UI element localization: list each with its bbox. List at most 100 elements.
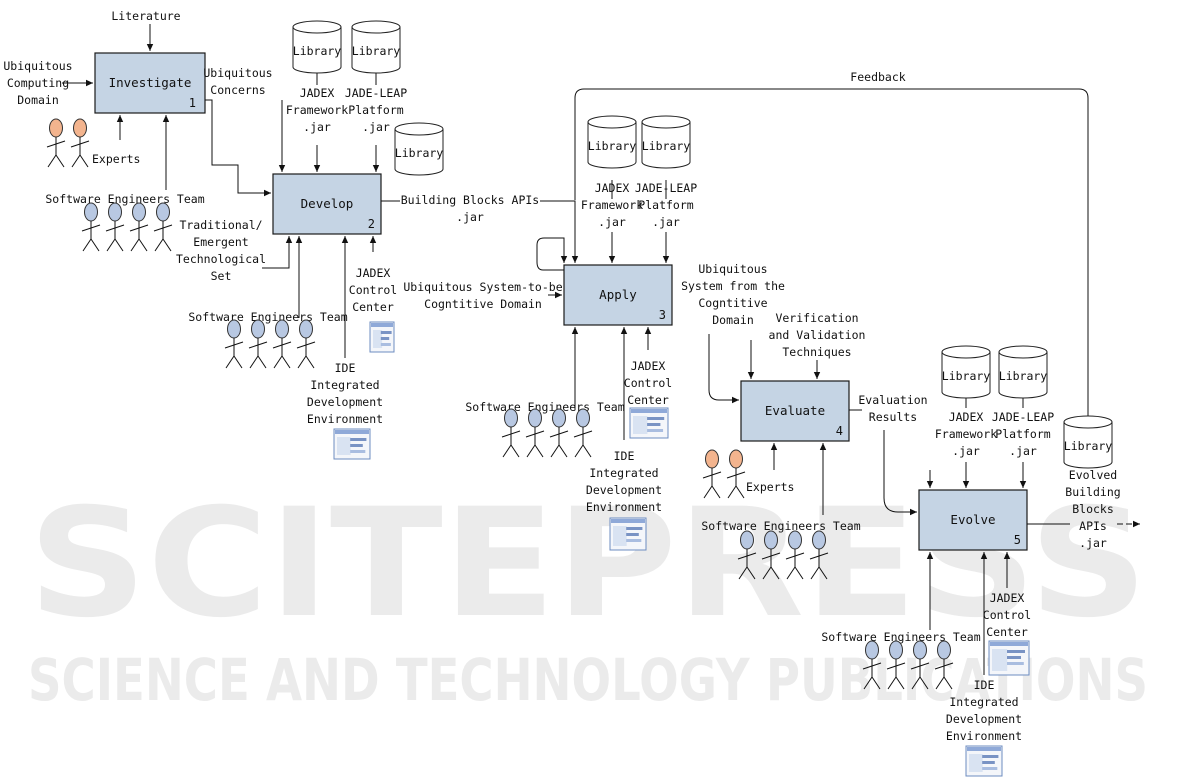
team-investigate-member-1 [81,202,101,252]
svg-text:JADE-LEAP: JADE-LEAP [635,181,697,195]
svg-text:.jar: .jar [362,120,390,134]
experts-evaluate-member-2 [726,449,746,499]
label-feedback: Feedback [850,70,905,84]
library-label: Library [1064,439,1113,453]
library-label: Library [352,44,401,58]
svg-text:Verification: Verification [775,311,858,325]
svg-text:JADEX: JADEX [990,591,1025,605]
experts-evaluate-member-1 [702,449,722,499]
process-evolve-number: 5 [1014,533,1021,547]
experts-investigate-member-2 [70,118,90,168]
label-verification-validation: Verification and Validation Techniques [769,311,866,359]
process-evolve-label: Evolve [950,512,995,527]
label-team-apply: Software Engineers Team [465,400,624,414]
label-evolved-building-blocks: Evolved Building Blocks APIs .jar [1065,468,1120,550]
label-jadex-control-center-evolve: JADEX Control Center [983,591,1031,639]
svg-text:Platform: Platform [348,103,403,117]
team-investigate-member-3 [129,202,149,252]
svg-text:System from the: System from the [681,279,785,293]
team-apply-member-2 [525,408,545,458]
svg-text:Evolved: Evolved [1069,468,1117,482]
svg-text:Framework: Framework [581,198,643,212]
label-jade-leap-develop: JADE-LEAP Platform .jar [345,86,407,134]
team-evaluate-member-1 [737,530,757,580]
team-evolve-member-2 [886,640,906,690]
process-apply-number: 3 [659,308,666,322]
process-evaluate: Evaluate 4 [740,380,850,442]
process-evolve: Evolve 5 [918,489,1028,551]
svg-text:and Validation: and Validation [769,328,866,342]
svg-text:Development: Development [307,395,383,409]
svg-text:Cogntitive: Cogntitive [698,296,767,310]
svg-text:Environment: Environment [586,500,662,514]
label-ubiquitous-system-from: Ubiquitous System from the Cogntitive Do… [681,262,785,327]
label-jade-leap-apply: JADE-LEAP Platform .jar [635,181,697,229]
label-ide-develop: IDE Integrated Development Environment [307,361,383,426]
library-label: Library [942,369,991,383]
svg-text:.jar: .jar [456,210,484,224]
svg-text:IDE: IDE [335,361,356,375]
label-team-evaluate: Software Engineers Team [701,519,860,533]
svg-text:Ubiquitous: Ubiquitous [3,59,72,73]
team-evaluate-member-2 [761,530,781,580]
label-jade-leap-evolve: JADE-LEAP Platform .jar [992,410,1054,458]
svg-text:JADEX: JADEX [949,410,984,424]
screenshot-ide-apply [609,517,647,551]
svg-text:Framework: Framework [935,427,997,441]
svg-text:.jar: .jar [1009,444,1037,458]
svg-text:Integrated: Integrated [949,695,1018,709]
screenshot-control-center-evolve [988,640,1030,676]
svg-text:.jar: .jar [1079,536,1107,550]
svg-text:Center: Center [627,393,669,407]
process-apply-label: Apply [599,287,637,302]
svg-text:.jar: .jar [652,215,680,229]
screenshot-control-center-apply [629,407,669,439]
library-label: Library [588,139,637,153]
process-apply: Apply 3 [563,264,673,326]
team-investigate-member-2 [105,202,125,252]
label-jadex-framework-evolve: JADEX Framework .jar [935,410,997,458]
label-ubiquitous-system-to-be: Ubiquitous System-to-be Cogntitive Domai… [403,280,562,311]
label-team-develop: Software Engineers Team [188,310,347,324]
team-apply-member-3 [549,408,569,458]
svg-text:.jar: .jar [952,444,980,458]
svg-text:Platform: Platform [638,198,693,212]
process-evaluate-label: Evaluate [765,403,825,418]
svg-text:Computing: Computing [7,76,69,90]
svg-text:Ubiquitous: Ubiquitous [203,66,272,80]
labels: Literature Ubiquitous Computing Domain E… [3,9,1120,743]
label-traditional-emergent-set: Traditional/ Emergent Technological Set [176,218,266,283]
svg-text:.jar: .jar [303,120,331,134]
library-jade-leap-apply: Library [641,115,691,169]
svg-text:Platform: Platform [995,427,1050,441]
label-jadex-framework-develop: JADEX Framework .jar [286,86,348,134]
label-literature: Literature [111,9,180,23]
label-ubiquitous-concerns: Ubiquitous Concerns [203,66,272,97]
svg-text:Building: Building [1065,485,1120,499]
label-ide-evolve: IDE Integrated Development Environment [946,678,1022,743]
svg-text:Center: Center [986,625,1028,639]
svg-text:Emergent: Emergent [193,235,248,249]
team-evaluate-member-4 [809,530,829,580]
svg-text:Set: Set [211,269,232,283]
svg-text:JADEX: JADEX [631,359,666,373]
label-ubiquitous-computing-domain: Ubiquitous Computing Domain [3,59,72,107]
label-building-blocks-apis: Building Blocks APIs .jar [401,193,539,224]
svg-text:Domain: Domain [17,93,59,107]
process-develop-number: 2 [368,217,375,231]
team-evolve-member-1 [862,640,882,690]
svg-text:JADEX: JADEX [300,86,335,100]
team-evolve-member-3 [910,640,930,690]
connectors [62,24,1140,675]
team-evolve-member-4 [934,640,954,690]
svg-text:Techniques: Techniques [782,345,851,359]
label-jadex-control-center-develop: JADEX Control Center [349,266,397,314]
label-jadex-framework-apply: JADEX Framework .jar [581,181,643,229]
svg-text:Ubiquitous System-to-be: Ubiquitous System-to-be [403,280,562,294]
svg-text:IDE: IDE [614,449,635,463]
library-jadex-develop: Library [292,20,342,74]
process-investigate-number: 1 [189,96,196,110]
library-extra-develop: Library [394,122,444,176]
